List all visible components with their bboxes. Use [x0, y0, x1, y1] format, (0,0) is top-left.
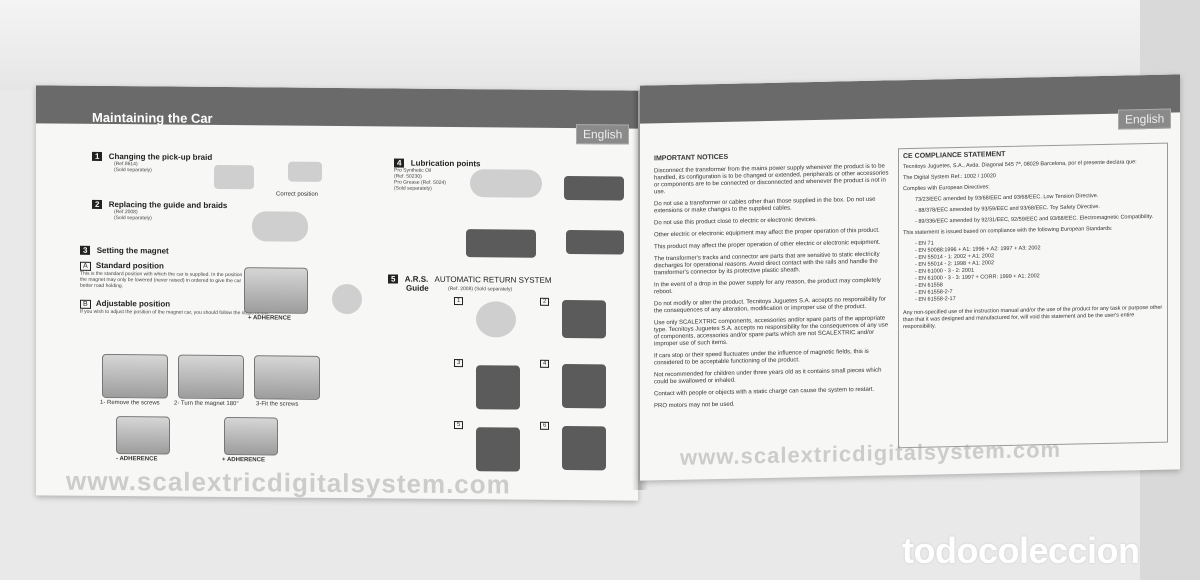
adherence-plus-caption: + ADHERENCE [248, 315, 291, 322]
notice-item: The transformer's tracks and connector a… [654, 251, 880, 277]
section-title: Setting the magnet [96, 245, 169, 256]
chassis-side-illustration [566, 229, 624, 255]
ce-directive: - 89/336/EEC amended by 92/31/EEC, 92/59… [915, 213, 1154, 225]
sold-text: (Sold separately) [114, 215, 152, 222]
ce-compliance-box: CE COMPLIANCE STATEMENT Tecnitoys Juguet… [898, 142, 1168, 449]
step3-illustration [254, 355, 320, 400]
right-page: English IMPORTANT NOTICES Disconnect the… [640, 74, 1180, 481]
section-ars: 5 A.R.S. AUTOMATIC RETURN SYSTEM Guide (… [388, 274, 568, 293]
chassis-illustration [564, 175, 624, 201]
manual-booklet: Maintaining the Car English 1 Changing t… [36, 74, 1186, 501]
subsection-letter: B [80, 299, 91, 309]
ars-illustration-2 [562, 299, 606, 339]
braid-illustration [214, 164, 254, 190]
ars-illustration-5 [476, 427, 520, 472]
ars-title: AUTOMATIC RETURN SYSTEM [434, 274, 552, 285]
notice-item: Not recommended for children under three… [654, 367, 882, 386]
language-label: English [1118, 108, 1172, 130]
car-illustration [252, 211, 308, 242]
braid-correct-illustration [288, 161, 322, 182]
watermark-text: www.scalextricdigitalsystem.com [680, 436, 1062, 470]
minus-adherence-caption: - ADHERENCE [116, 456, 158, 463]
ce-system: The Digital System Ref.: 1002 / 10020 [903, 173, 996, 182]
notice-item: This product may affect the proper opera… [654, 239, 881, 251]
notice-item: Disconnect the transformer from the main… [654, 163, 889, 196]
ars-illustration-1 [476, 301, 516, 338]
section-number: 5 [388, 274, 399, 284]
notices-title: IMPORTANT NOTICES [654, 153, 729, 163]
watermark-text: www.scalextricdigitalsystem.com [66, 465, 511, 500]
notice-item: Contact with people or objects with a st… [654, 386, 875, 398]
car-top-illustration [470, 169, 542, 198]
ars-illustration-3 [476, 365, 520, 410]
step1-illustration [102, 353, 168, 399]
notice-item: Do not use this product close to electri… [654, 216, 817, 227]
magnet-detail-illustration [332, 283, 362, 315]
ars-illustration-4 [562, 363, 606, 409]
ars-step-3: 3 [454, 359, 464, 368]
notice-item: Other electric or electronic equipment m… [654, 227, 880, 239]
ars-illustration-6 [562, 425, 606, 471]
subsection-title: Adjustable position [95, 298, 171, 309]
ce-issued: This statement is issued based on compli… [903, 225, 1113, 237]
section-number: 1 [92, 151, 103, 161]
step1-caption: 1- Remove the screws [100, 399, 160, 407]
minus-adherence-illustration [116, 416, 170, 455]
ce-intro: Tecnitoys Juguetes, S.A., Avda. Diagonal… [903, 159, 1137, 171]
ars-step-4: 4 [540, 359, 550, 368]
step2-illustration [178, 354, 244, 400]
section-number: 2 [92, 199, 103, 209]
ce-complies: Complies with European Directives: [903, 184, 990, 193]
section-lubrication: 4 Lubrication points Pro Synthetic Oil (… [394, 158, 480, 192]
ce-directive: - 88/378/EEC amended by 93/59/EEC and 93… [915, 204, 1100, 214]
sold-text: (Sold separately) [114, 167, 152, 174]
important-notices: IMPORTANT NOTICES Disconnect the transfo… [654, 150, 889, 415]
notice-item: Do not use a transformer or cables other… [654, 196, 876, 215]
language-label: English [576, 124, 630, 145]
step3-caption: 3-Fit the screws [256, 401, 299, 408]
subsection-title: Standard position [95, 260, 164, 271]
notice-item: Do not modify or alter the product. Tecn… [654, 296, 887, 315]
notice-item: PRO motors may not be used. [654, 401, 735, 410]
ars-step-2: 2 [540, 297, 550, 306]
ars-ref: (Ref. 2008) (Sold separately) [448, 285, 513, 293]
ars-step-6: 6 [540, 421, 550, 430]
section-guide-braids: 2 Replacing the guide and braids (Ref.20… [92, 199, 227, 222]
section-number: 3 [80, 245, 91, 255]
left-page: Maintaining the Car English 1 Changing t… [36, 85, 638, 501]
lube-sold: (Sold separately) [394, 185, 432, 192]
ars-step-1: 1 [454, 297, 464, 306]
ce-footer: Any non-specified use of the instruction… [903, 304, 1163, 331]
plus-adherence-illustration [224, 417, 278, 456]
magnet-standard-illustration [244, 267, 308, 314]
notice-item: In the event of a drop in the power supp… [654, 277, 881, 296]
step2-caption: 2- Turn the magnet 180° [174, 400, 239, 408]
section-number: 4 [394, 158, 405, 168]
plus-adherence-caption: + ADHERENCE [222, 456, 265, 464]
standard-position-text: This is the standard position with which… [80, 270, 243, 290]
notice-item: If cars stop or their speed fluctuates u… [654, 348, 869, 367]
right-header-bar [640, 74, 1180, 124]
section-pickup-braid: 1 Changing the pick-up braid (Ref.8614) … [92, 151, 212, 174]
correct-position-caption: Correct position [276, 191, 319, 198]
table-background [0, 0, 1200, 90]
page-title: Maintaining the Car [92, 109, 213, 126]
ce-directive: 73/23/EEC amended by 93/68/EEC and 93/68… [915, 193, 1099, 203]
ars-label: A.R.S. [404, 274, 429, 284]
ars-step-5: 5 [454, 421, 464, 430]
chassis-lube-illustration [466, 229, 536, 258]
notice-item: Use only SCALEXTRIC components, accessor… [654, 315, 889, 348]
subsection-letter: A [80, 261, 91, 271]
ce-title: CE COMPLIANCE STATEMENT [903, 151, 1006, 161]
site-watermark: todocoleccion [902, 530, 1140, 571]
